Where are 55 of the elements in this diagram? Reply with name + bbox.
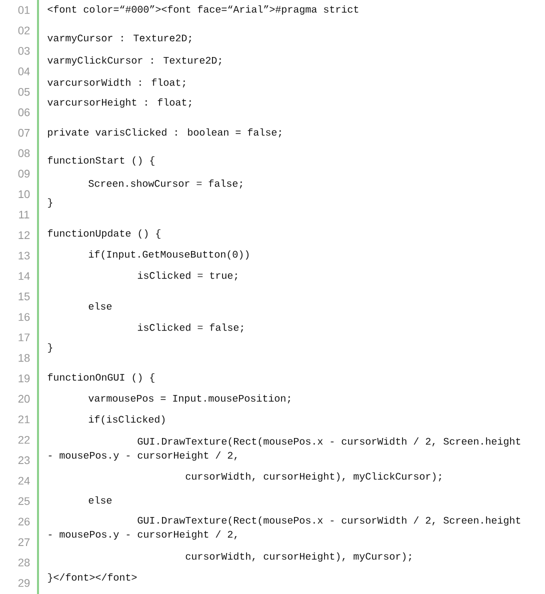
code-line: isClicked = false; bbox=[138, 324, 244, 332]
line-number: 01 bbox=[18, 6, 30, 14]
line-number: 16 bbox=[18, 313, 30, 321]
line-number: 08 bbox=[18, 149, 30, 158]
code-line: varcursorHeight : float; bbox=[48, 98, 192, 108]
line-number: 10 bbox=[18, 190, 30, 198]
code-line: <font color=“#000”><font face=“Arial”>#pragma strict bbox=[48, 5, 358, 15]
line-number: 03 bbox=[18, 47, 30, 55]
code-line: } bbox=[48, 343, 52, 353]
line-number: 22 bbox=[18, 436, 30, 444]
code-line: if(Input.GetMouseButton(0)) bbox=[88, 250, 249, 260]
code-line: - mousePos.y - cursorHeight / 2, bbox=[48, 530, 237, 540]
code-line: if(isClicked) bbox=[88, 415, 165, 425]
line-number: 26 bbox=[18, 518, 30, 526]
code-line: functionOnGUI () { bbox=[48, 373, 154, 383]
line-number: 25 bbox=[18, 497, 30, 505]
code-line: } bbox=[48, 198, 52, 208]
line-number: 23 bbox=[18, 456, 30, 464]
code-line: isClicked = true; bbox=[138, 272, 238, 280]
code-line: functionStart () { bbox=[48, 156, 154, 166]
line-number: 11 bbox=[19, 210, 30, 218]
line-number: 20 bbox=[18, 394, 30, 403]
code-line: functionUpdate () { bbox=[48, 229, 160, 239]
line-number: 04 bbox=[18, 68, 30, 76]
code-line: - mousePos.y - cursorHeight / 2, bbox=[48, 451, 237, 461]
code-line: cursorWidth, cursorHeight), myCursor); bbox=[186, 552, 412, 562]
line-number: 21 bbox=[18, 415, 30, 424]
code-line: else bbox=[88, 496, 112, 504]
code-line: GUI.DrawTexture(Rect(mousePos.x - cursorWidth / 2, Screen.height bbox=[138, 437, 520, 447]
line-number: 06 bbox=[18, 108, 30, 116]
line-number: 27 bbox=[18, 538, 30, 546]
code-line: varcursorWidth : float; bbox=[48, 78, 186, 88]
code-line: }</font></font> bbox=[48, 573, 137, 583]
line-number: 12 bbox=[18, 231, 30, 239]
code-line: varmyClickCursor : Texture2D; bbox=[48, 56, 222, 66]
line-number: 14 bbox=[18, 272, 30, 280]
line-number: 05 bbox=[18, 88, 30, 96]
line-number: 07 bbox=[18, 128, 30, 137]
line-number: 18 bbox=[18, 354, 30, 362]
line-number: 15 bbox=[18, 292, 30, 300]
line-number: 28 bbox=[18, 558, 30, 566]
line-number: 09 bbox=[18, 170, 30, 178]
code-line: varmyCursor : Texture2D; bbox=[48, 34, 192, 44]
line-number: 24 bbox=[18, 476, 30, 485]
line-number: 02 bbox=[18, 26, 30, 34]
line-number: 17 bbox=[18, 334, 30, 342]
code-line: cursorWidth, cursorHeight), myClickCursor); bbox=[186, 472, 442, 482]
line-number: 13 bbox=[18, 252, 30, 260]
code-line: private varisClicked : boolean = false; bbox=[48, 128, 282, 138]
line-number: 19 bbox=[18, 374, 30, 382]
code-line: varmousePos = Input.mousePosition; bbox=[88, 394, 290, 404]
code-line: GUI.DrawTexture(Rect(mousePos.x - cursorWidth / 2, Screen.height bbox=[138, 516, 520, 526]
code-line: Screen.showCursor = false; bbox=[88, 180, 242, 188]
line-number: 29 bbox=[18, 579, 30, 587]
code-line: else bbox=[88, 302, 112, 310]
